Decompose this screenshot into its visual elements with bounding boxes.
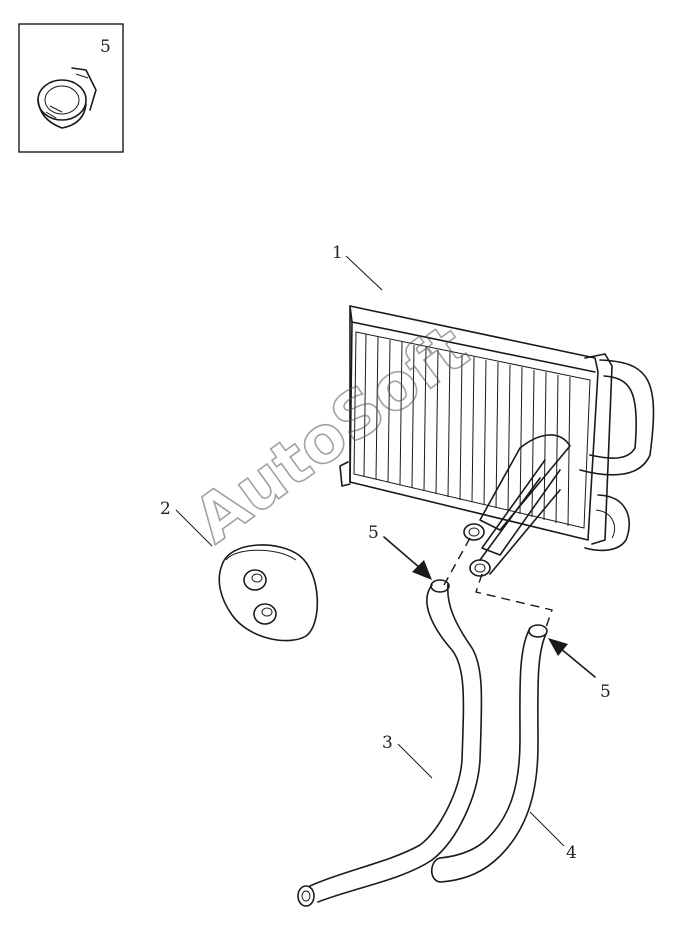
callout-4: 4 — [566, 843, 577, 863]
grommet — [218, 544, 319, 642]
callout-1: 1 — [332, 243, 343, 263]
heater-core-fins — [363, 333, 571, 527]
connection-lines — [443, 537, 553, 631]
clamp-icon — [37, 67, 97, 129]
callout-2: 2 — [160, 499, 171, 519]
clamp-arrows — [383, 536, 596, 678]
callout-3: 3 — [382, 733, 393, 753]
clamp-inset: 5 — [18, 23, 124, 153]
leader-lines — [175, 255, 565, 847]
callout-5-upper: 5 — [368, 523, 379, 543]
heater-core — [339, 305, 655, 577]
inset-label: 5 — [100, 37, 111, 57]
hose-outlet — [430, 624, 548, 883]
arrow-upper-icon — [412, 560, 432, 580]
callout-5-lower: 5 — [600, 682, 611, 702]
hose-inlet — [297, 579, 483, 907]
arrow-lower-icon — [548, 638, 568, 656]
